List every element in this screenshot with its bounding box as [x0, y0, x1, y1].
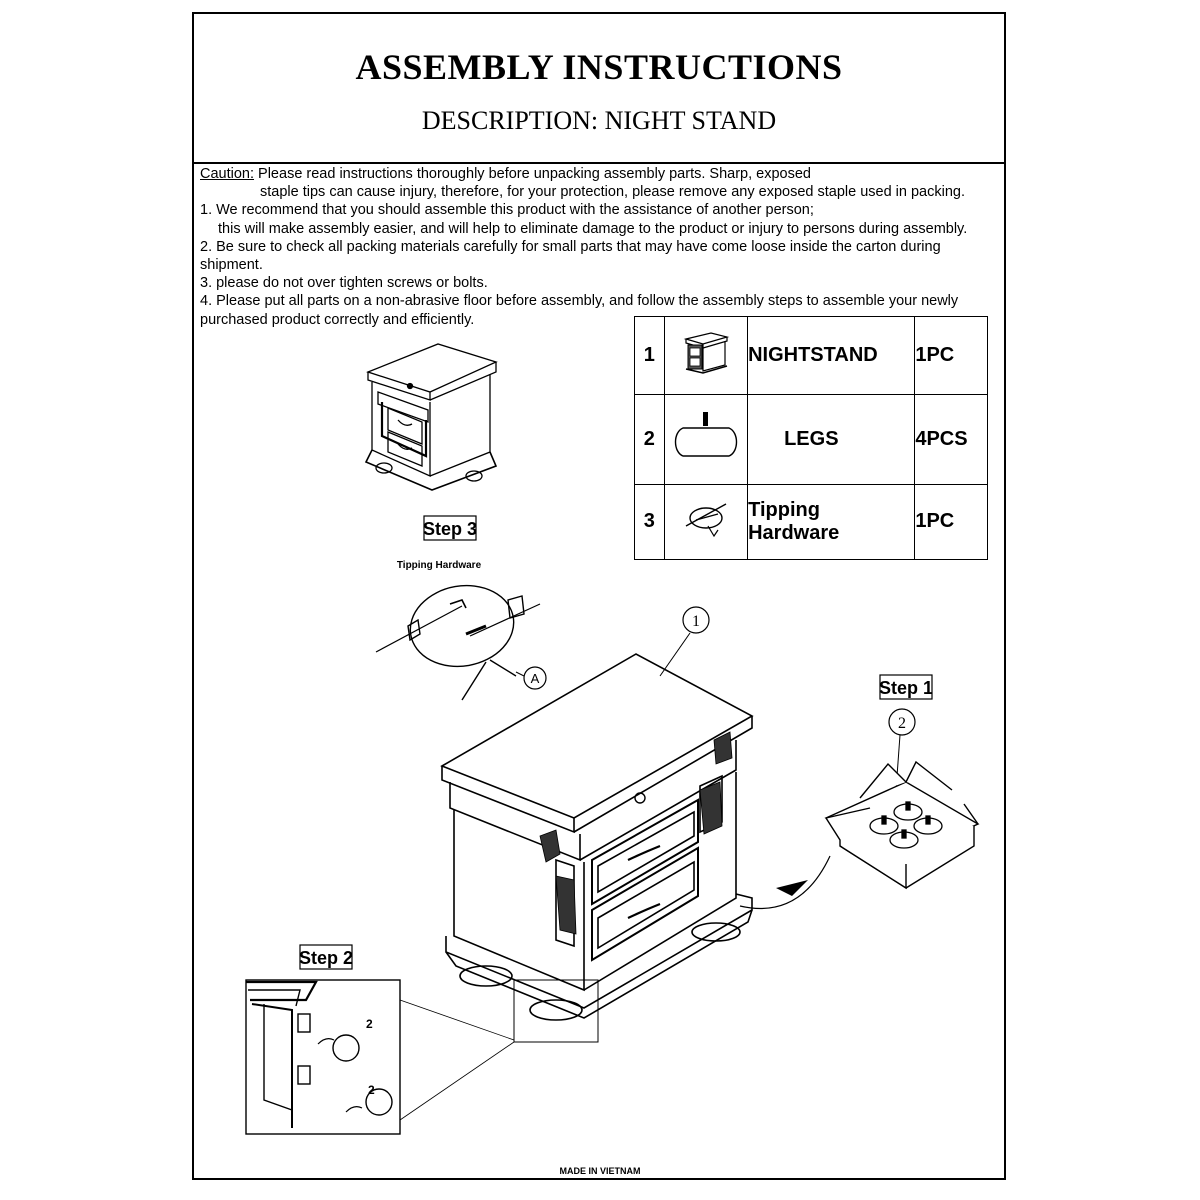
parts-row: 2 LEGS 4PCS — [634, 394, 988, 485]
parts-row: 1 NIGHTSTAND 1PC — [634, 315, 988, 396]
note-3: 3. please do not over tighten screws or … — [200, 275, 488, 292]
note-1-line-2: this will make assembly easier, and will… — [218, 220, 968, 237]
tipping-hardware-label: Tipping Hardware — [397, 560, 482, 571]
step-2-detail-view — [245, 979, 401, 1135]
overview-nightstand-illustration — [364, 343, 498, 491]
leg-icon — [663, 394, 749, 485]
detail-zoom-region — [513, 979, 599, 1043]
note-2-line-2: shipment. — [200, 257, 263, 274]
note-4-line-1: 4. Please put all parts on a non-abrasiv… — [200, 293, 959, 310]
page-title: ASSEMBLY INSTRUCTIONS — [355, 47, 843, 87]
step-2-label: Step 2 — [299, 944, 353, 970]
parts-table: 1 NIGHTSTAND 1PC 2 LEGS 4PCS — [634, 315, 988, 561]
part-name: LEGS — [747, 394, 916, 485]
svg-text:Step 1: Step 1 — [879, 678, 933, 698]
marker-a: A — [523, 666, 547, 690]
leg-pieces — [869, 801, 943, 849]
page-subtitle: DESCRIPTION: NIGHT STAND — [421, 106, 777, 135]
caution-label: Caution: — [200, 166, 255, 182]
svg-text:1: 1 — [692, 613, 700, 630]
part-quantity: 4PCS — [914, 394, 988, 485]
part-2-callout: 2 — [888, 708, 916, 736]
svg-text:Step 2: Step 2 — [299, 948, 353, 968]
step-3-label: Step 3 — [423, 515, 477, 541]
part-number: 1 — [634, 315, 665, 396]
note-2-line-1: 2. Be sure to check all packing material… — [200, 238, 941, 255]
part-name: Tipping Hardware — [747, 483, 916, 561]
note-4-line-2: purchased product correctly and efficien… — [200, 311, 475, 328]
instructions-notes: Caution: Please read instructions thorou… — [200, 165, 1000, 329]
part-quantity: 1PC — [914, 315, 988, 396]
arrow-icon — [776, 880, 808, 896]
svg-text:Step 3: Step 3 — [423, 519, 477, 539]
caution-line-2: staple tips can cause injury, therefore,… — [260, 184, 965, 201]
main-nightstand-illustration — [440, 653, 754, 1021]
made-in-label: MADE IN VIETNAM — [559, 1166, 641, 1176]
header: ASSEMBLY INSTRUCTIONS DESCRIPTION: NIGHT… — [192, 12, 1006, 164]
page-frame — [192, 12, 1006, 1180]
note-1-line-1: 1. We recommend that you should assemble… — [200, 202, 814, 219]
decorative-carving — [539, 731, 733, 935]
caution-line-1: Caution: Please read instructions thorou… — [200, 166, 811, 182]
svg-text:2: 2 — [898, 715, 906, 732]
legs-box-illustration — [824, 760, 980, 890]
tipping-strap-illustration — [375, 584, 541, 701]
part-1-callout: 1 — [682, 606, 710, 634]
part-number: 2 — [634, 394, 665, 485]
nightstand-icon — [663, 315, 749, 396]
tipping-hardware-icon — [663, 483, 749, 561]
part-number: 3 — [634, 483, 665, 561]
part-name: NIGHTSTAND — [747, 315, 916, 396]
svg-text:A: A — [531, 671, 540, 686]
part-quantity: 1PC — [914, 483, 988, 561]
knob-callout-1: 2 — [366, 1017, 373, 1031]
box-connector-line — [739, 855, 831, 910]
knob-callout-2: 2 — [368, 1083, 375, 1097]
parts-row: 3 Tipping Hardware 1PC — [634, 483, 988, 561]
step-1-label: Step 1 — [879, 674, 933, 700]
